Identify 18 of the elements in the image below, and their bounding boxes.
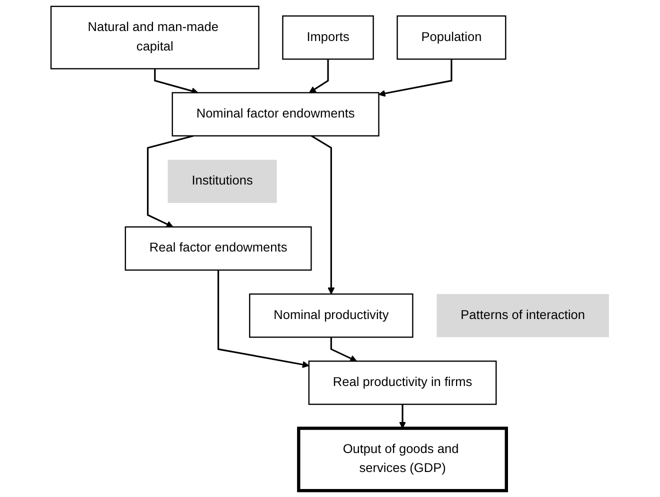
- node-box: Real productivity in firms: [308, 360, 497, 405]
- arrow: [146, 135, 194, 228]
- node-box: Nominal productivity: [249, 293, 414, 338]
- node-box: Output of goods and services (GDP): [297, 426, 508, 492]
- arrow: [310, 135, 335, 294]
- arrow: [218, 270, 310, 368]
- arrow: [154, 68, 198, 94]
- node-box: Nominal factor endowments: [172, 92, 380, 136]
- node-box: Patterns of interaction: [436, 294, 609, 338]
- node-box: Population: [396, 15, 506, 60]
- node-box: Natural and man-made capital: [50, 6, 260, 70]
- arrow: [308, 59, 329, 93]
- arrow: [378, 59, 452, 97]
- node-box: Institutions: [168, 160, 277, 203]
- arrow: [399, 404, 406, 429]
- arrow: [330, 337, 357, 362]
- node-box: Real factor endowments: [124, 226, 312, 271]
- node-box: Imports: [282, 15, 374, 60]
